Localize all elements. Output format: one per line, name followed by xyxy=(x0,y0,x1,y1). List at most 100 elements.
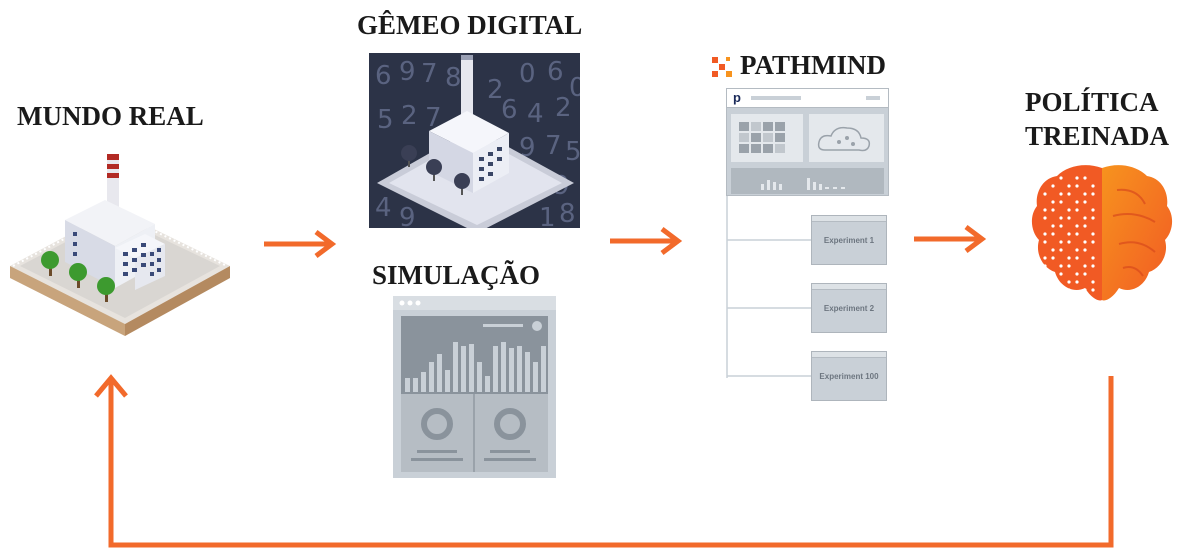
brain-dot xyxy=(1059,264,1063,268)
brain-dot xyxy=(1067,256,1071,260)
brain-dot xyxy=(1083,216,1087,220)
brain-dot xyxy=(1067,264,1071,268)
brain-dot xyxy=(1051,200,1055,204)
label-pathmind: PATHMIND xyxy=(740,50,886,80)
brain-dot xyxy=(1043,216,1047,220)
digital-twin-digit: 5 xyxy=(377,105,394,135)
simulation-bar xyxy=(413,378,418,392)
brain-dot xyxy=(1059,200,1063,204)
brain-dot xyxy=(1059,224,1063,228)
brain-dot xyxy=(1075,224,1079,228)
label-politica-line1: POLÍTICA xyxy=(1025,87,1159,117)
header-placeholder-bar xyxy=(866,96,880,100)
digital-twin-digit: 6 xyxy=(501,95,518,125)
simulation-bar xyxy=(469,344,474,392)
brain-dot xyxy=(1075,208,1079,212)
brain-dot xyxy=(1043,256,1047,260)
digital-twin-digit: 4 xyxy=(527,99,544,129)
digital-twin-digit: 6 xyxy=(547,57,564,87)
brain-dot xyxy=(1051,248,1055,252)
brain-dot xyxy=(1043,264,1047,268)
brain-dot xyxy=(1091,192,1095,196)
simulation-bar xyxy=(445,370,450,392)
simulation-bar xyxy=(525,352,530,392)
digital-twin-digit: 4 xyxy=(375,193,392,223)
simulation-bar xyxy=(405,378,410,392)
label-politica-line2: TREINADA xyxy=(1025,120,1170,151)
arrow-right-icon xyxy=(914,225,987,253)
brain-dot xyxy=(1083,200,1087,204)
dashboard-icon xyxy=(393,296,556,478)
brain-dot xyxy=(1059,272,1063,276)
label-gemeo-digital: GÊMEO DIGITAL xyxy=(357,10,583,40)
digital-twin-digit: 1 xyxy=(539,203,556,228)
brain-dot xyxy=(1059,248,1063,252)
simulation-bar xyxy=(453,342,458,392)
arrow-right-icon xyxy=(264,230,337,258)
simulation-bar xyxy=(509,348,514,392)
brain-dot xyxy=(1075,176,1079,180)
brain-dot xyxy=(1051,232,1055,236)
simulation-bar xyxy=(477,362,482,392)
brain-dot xyxy=(1043,240,1047,244)
brain-dot xyxy=(1075,272,1079,276)
brain-dot xyxy=(1051,280,1055,284)
brain-dot xyxy=(1075,232,1079,236)
brain-dot xyxy=(1091,184,1095,188)
brain-dot xyxy=(1091,280,1095,284)
digital-twin-digit: 9 xyxy=(399,57,416,87)
brain-dot xyxy=(1067,216,1071,220)
brain-dot xyxy=(1067,184,1071,188)
brain-dot xyxy=(1075,256,1079,260)
experiment-card-1: Experiment 1 xyxy=(811,215,887,265)
brain-dot xyxy=(1059,240,1063,244)
brain-dot xyxy=(1067,192,1071,196)
digital-twin-digit: 8 xyxy=(559,199,576,228)
brain-icon xyxy=(1031,165,1173,301)
pathmind-app-logo: p xyxy=(733,90,741,105)
pathmind-app-window: p xyxy=(726,88,889,196)
brain-dot xyxy=(1067,280,1071,284)
simulation-bar xyxy=(501,342,506,392)
simulation-bar xyxy=(437,354,442,392)
brain-dot xyxy=(1059,192,1063,196)
digital-twin-image: 69780652764297549491802 xyxy=(369,53,580,228)
digital-twin-digit: 6 xyxy=(375,61,392,91)
label-politica-treinada: POLÍTICA TREINADA xyxy=(1025,86,1169,154)
experiment-tree-lines xyxy=(726,196,812,378)
simulation-bar xyxy=(517,346,522,392)
brain-dot xyxy=(1067,288,1071,292)
simulation-bar xyxy=(429,362,434,392)
digital-twin-digit: 2 xyxy=(487,75,504,105)
pathmind-app-header: p xyxy=(727,89,888,108)
label-simulacao: SIMULAÇÃO xyxy=(372,260,541,290)
experiment-card-100: Experiment 100 xyxy=(811,351,887,401)
digital-twin-digit: 0 xyxy=(569,73,580,103)
brain-dot xyxy=(1051,208,1055,212)
brain-dot xyxy=(1051,272,1055,276)
brain-dot xyxy=(1043,232,1047,236)
brain-dot xyxy=(1083,248,1087,252)
label-mundo-real: MUNDO REAL xyxy=(17,101,204,131)
digital-twin-digit: 8 xyxy=(445,63,462,93)
simulation-bar xyxy=(533,362,538,392)
brain-dot xyxy=(1051,224,1055,228)
brain-dot xyxy=(1043,208,1047,212)
brain-dot xyxy=(1075,280,1079,284)
factory-icon xyxy=(10,154,230,336)
header-placeholder-bar xyxy=(751,96,801,100)
experiment-card-2: Experiment 2 xyxy=(811,283,887,333)
digital-twin-digit: 2 xyxy=(401,101,418,131)
brain-dot xyxy=(1083,176,1087,180)
brain-dot xyxy=(1067,208,1071,212)
brain-dot xyxy=(1091,288,1095,292)
digital-twin-digit: 7 xyxy=(421,59,438,89)
brain-dot xyxy=(1075,184,1079,188)
digital-twin-digit: 7 xyxy=(425,103,442,133)
brain-dot xyxy=(1051,256,1055,260)
simulation-bar xyxy=(421,372,426,392)
simulation-bar xyxy=(541,346,546,392)
brain-dot xyxy=(1075,248,1079,252)
brain-dot xyxy=(1091,240,1095,244)
